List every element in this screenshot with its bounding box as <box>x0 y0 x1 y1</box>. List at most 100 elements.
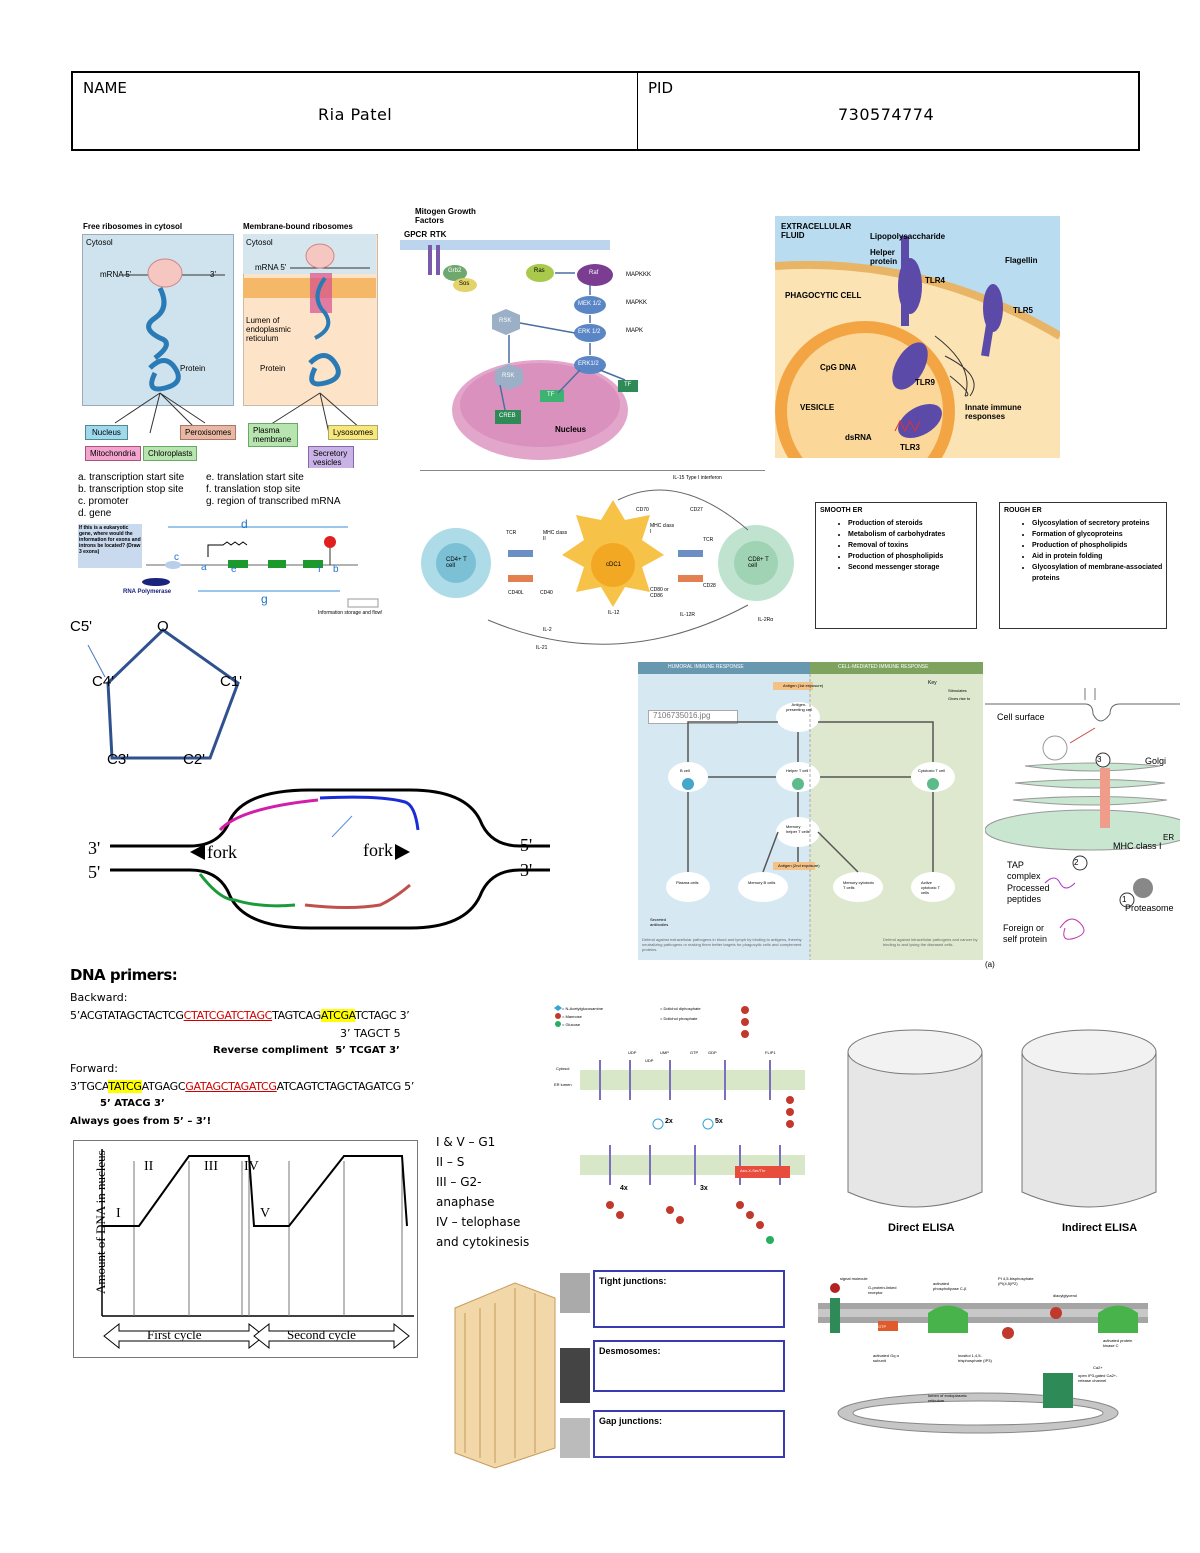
backward-seq-mid: TAGTCAG <box>272 1009 321 1022</box>
o-label: O <box>157 618 169 635</box>
gene-letter-c: c <box>174 552 179 563</box>
rtk-label: RTK <box>430 230 447 239</box>
cell-cycle-graph: Amount of DNA in nucleus I II III IV V F… <box>73 1140 418 1358</box>
dest-lysosomes: Lysosomes <box>328 425 379 440</box>
forward-seq-red: GATAGCTAGATCG <box>185 1080 277 1093</box>
replication-graphics <box>110 788 550 930</box>
key-g: g. region of transcribed mRNA <box>206 496 341 507</box>
forward-seq-pre: 3’TGCA <box>70 1080 109 1093</box>
pid-label: PID <box>648 79 674 97</box>
gdp-label: GDP <box>708 1050 717 1055</box>
b-cell-label: B cell <box>680 768 690 773</box>
pkc-label: activated protein kinase C <box>1103 1338 1133 1348</box>
fork-right-label: fork <box>363 840 393 860</box>
level-mapkk: MAPKK <box>626 300 648 306</box>
legend-dolichol-p: = Dolichol phosphate <box>660 1016 698 1021</box>
glycosylation-graphics <box>554 1005 805 1244</box>
cd80-label: CD80 or CD86 <box>650 587 669 599</box>
key-stimulates: Stimulates <box>948 688 967 693</box>
helper-t-label: Helper T cell <box>786 768 809 773</box>
always-note: Always goes from 5’ – 3’! <box>70 1116 212 1127</box>
smooth-er-list: Production of steroids Metabolism of car… <box>830 518 976 573</box>
backward-seq-pre: 5’ACGTATAGCTACTCG <box>70 1009 184 1022</box>
legend-glucose: = Glucose <box>562 1022 581 1027</box>
ip3-channel-label: open IP3-gated Ca2+-release channel <box>1078 1373 1118 1383</box>
cd8-label: CD8+ T cell <box>748 557 769 569</box>
antigen-1st: Antigen (1st exposure) <box>783 683 824 688</box>
backward-seq-highlight: ATCGA <box>320 1009 356 1022</box>
secreted-antibodies-label: Secreted antibodies <box>650 917 669 927</box>
gene-letter-g: g <box>261 592 268 606</box>
ribosome-diagram: Free ribosomes in cytosol Membrane-bound… <box>80 218 380 468</box>
phase-v: V <box>260 1206 271 1221</box>
plasma-cells-label: Plasma cells <box>676 880 699 885</box>
elisa-graphics <box>847 1029 1157 1208</box>
legend-mannose: = Mannose <box>562 1014 582 1019</box>
rough-er-item: Glycosylation of secretory proteins <box>1032 518 1166 529</box>
rough-er-item: Production of phospholipids <box>1032 540 1166 551</box>
cytotoxic-t-label: Cytotoxic T cell <box>918 768 945 773</box>
tlr-graphics <box>775 236 1060 458</box>
flip1-label: FLIP1 <box>765 1050 776 1055</box>
plc-label: activated phospholipase C-β <box>933 1281 967 1291</box>
node-rsk-2: RSK <box>502 373 515 379</box>
gq-label: activated Gq α subunit <box>873 1353 899 1363</box>
indirect-elisa-label: Indirect ELISA <box>1062 1222 1138 1234</box>
smooth-er-box: SMOOTH ER Production of steroids Metabol… <box>815 502 977 629</box>
pid-cell: PID 730574774 <box>638 73 1138 149</box>
tight-junctions-box: Tight junctions: <box>593 1270 785 1328</box>
ribose-pentagon: C5' O C4' C1' C3' C2' <box>70 615 270 775</box>
cd4-label: CD4+ T cell <box>446 557 467 569</box>
ump-label: UMP <box>660 1050 669 1055</box>
c4-label: C4' <box>92 673 115 690</box>
gtp-label: GTP <box>690 1050 699 1055</box>
ribosome-graphics <box>114 243 370 439</box>
immune-graphics <box>666 674 955 960</box>
note-telophase: IV – telophase <box>436 1215 521 1229</box>
gene-key-col1: a. transcription start site b. transcrip… <box>78 472 184 520</box>
dest-secretory-vesicles: Secretory vesicles <box>308 446 354 468</box>
protein-left-label: Protein <box>180 364 206 373</box>
cdc1-label: cDC1 <box>606 562 622 568</box>
rna-polymerase-label: RNA Polymerase <box>123 589 172 595</box>
cell-mediated-header: CELL-MEDIATED IMMUNE RESPONSE <box>838 664 929 670</box>
mapk-graphics <box>400 240 638 460</box>
tlr5-label: TLR5 <box>1013 306 1033 315</box>
primers-title: DNA primers: <box>70 966 178 984</box>
panel-a-label: (a) <box>985 960 995 969</box>
left-bottom-end: 5' <box>88 862 101 882</box>
er-label: ER <box>1163 833 1175 842</box>
forward-seq-mid: ATGAGC <box>141 1080 186 1093</box>
gene-diagram <box>142 526 379 608</box>
gene-letter-d: d <box>241 517 248 531</box>
node-tf-1: TF <box>547 392 555 398</box>
mhc-class-i-diagram: 3 2 1 Cell surface Golgi ER MHC class I … <box>985 688 1180 972</box>
cpg-label: CpG DNA <box>820 363 857 372</box>
gap-junctions-label: Gap junctions: <box>599 1416 662 1426</box>
mhc1-label: MHC class I <box>650 523 675 535</box>
mhc-class-label: MHC class I <box>1113 841 1162 851</box>
calcium-label: Ca2+ <box>1093 1365 1103 1370</box>
memory-cytotoxic-label: Memory cytotoxic T cells <box>843 880 875 890</box>
multiplier-4x: 4x <box>620 1185 628 1192</box>
il21-label: IL-21 <box>536 645 548 651</box>
plc-graphics <box>818 1283 1148 1434</box>
cell-header-bar <box>810 662 983 674</box>
pentagon-graphics <box>87 628 240 760</box>
mhc-step-1: 1 <box>1122 895 1127 904</box>
dag-label: diacylglycerol <box>1053 1293 1078 1298</box>
node-ras: Ras <box>534 268 545 274</box>
node-erk-nuclear: ERK1/2 <box>578 361 599 367</box>
second-cycle-label: Second cycle <box>287 1327 356 1342</box>
phase-iii: III <box>204 1159 218 1174</box>
gene-letter-b: b <box>333 564 339 575</box>
cytosol-left-label: Cytosol <box>86 238 113 247</box>
udp-label-2: UDP <box>645 1058 654 1063</box>
key-d: d. gene <box>78 508 112 519</box>
il2-label: IL-2 <box>543 627 552 633</box>
mrna-left-label: mRNA 5' <box>100 270 132 279</box>
gene-letter-e: e <box>231 564 237 575</box>
note-g2: III – G2- <box>436 1175 482 1189</box>
note-anaphase: anaphase <box>436 1195 495 1209</box>
rough-er-item: Glycosylation of membrane-associated pro… <box>1032 562 1166 584</box>
